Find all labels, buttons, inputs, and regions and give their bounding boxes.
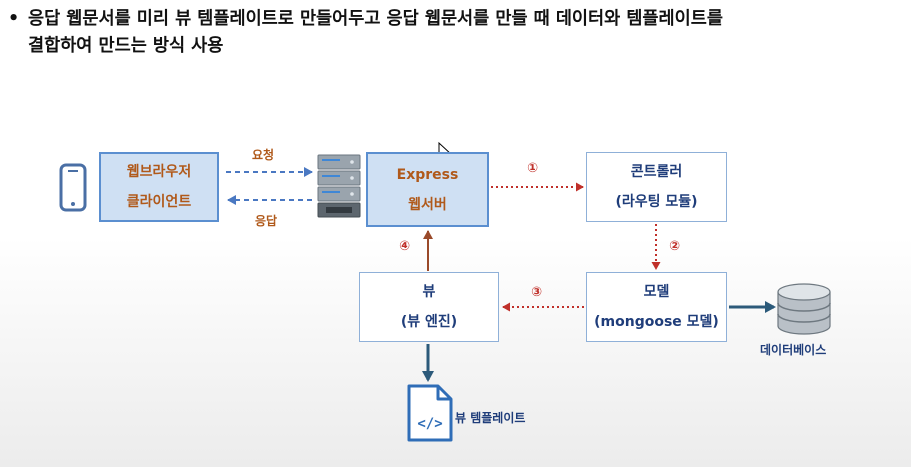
controller-box: 콘트롤러 (라우팅 모듈) xyxy=(586,152,727,222)
template-code-glyph: </> xyxy=(417,416,442,432)
web-browser-client-box: 웹브라우저 클라이언트 xyxy=(99,152,219,222)
database-label: 데이터베이스 xyxy=(760,343,827,357)
description-line-1: 응답 웹문서를 미리 뷰 템플레이트로 만들어두고 응답 웹문서를 만들 때 데… xyxy=(28,9,723,29)
step-2-number: ② xyxy=(669,239,681,254)
express-web-server-box: Express 웹서버 xyxy=(366,152,489,227)
controller-label-line-1: 콘트롤러 xyxy=(630,164,683,180)
response-label: 응답 xyxy=(255,214,278,228)
model-box: 모델 (mongoose 모델) xyxy=(586,272,727,342)
step-3-number: ③ xyxy=(531,285,543,300)
view-engine-box: 뷰 (뷰 엔진) xyxy=(359,272,499,342)
express-label-line-2: 웹서버 xyxy=(408,196,447,213)
browser-label-line-2: 클라이언트 xyxy=(126,194,192,210)
description-text: • 응답 웹문서를 미리 뷰 템플레이트로 만들어두고 응답 웹문서를 만들 때 … xyxy=(8,6,906,60)
express-label-line-1: Express xyxy=(396,166,459,183)
request-label: 요청 xyxy=(252,148,275,162)
browser-label-line-1: 웹브라우저 xyxy=(126,164,192,180)
view-label-line-1: 뷰 xyxy=(422,284,436,300)
view-template-label: 뷰 템플레이트 xyxy=(455,411,526,425)
step-4-number: ④ xyxy=(399,239,411,254)
model-label-line-2: (mongoose 모델) xyxy=(594,314,719,330)
controller-label-line-2: (라우팅 모듈) xyxy=(615,194,698,210)
file-code-icon: </> xyxy=(407,384,453,442)
database-icon xyxy=(777,283,831,335)
phone-icon xyxy=(59,163,87,212)
view-label-line-2: (뷰 엔진) xyxy=(400,314,458,330)
description-line-2: 결합하여 만드는 방식 사용 xyxy=(28,36,224,56)
model-label-line-1: 모델 xyxy=(643,284,670,300)
step-1-number: ① xyxy=(527,161,539,176)
bullet-marker: • xyxy=(8,9,20,29)
server-icon xyxy=(317,154,361,218)
